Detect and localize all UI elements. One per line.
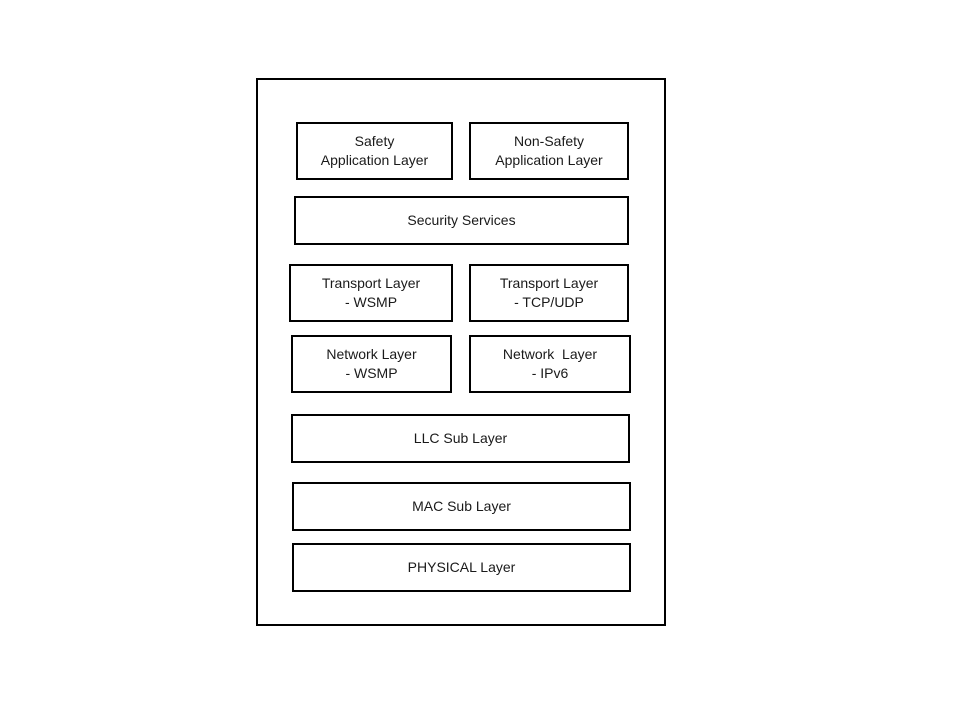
mac-sub-layer-label: MAC Sub Layer <box>412 498 511 514</box>
safety-application-layer-line-2: Application Layer <box>320 152 429 168</box>
network-layer-wsmp-line-1: Network Layer <box>326 346 417 362</box>
security-services-box: Security Services <box>294 196 629 245</box>
safety-application-layer-box: Safety Application Layer <box>296 122 453 180</box>
network-layer-wsmp-box: Network Layer - WSMP <box>291 335 452 393</box>
transport-layer-tcpudp-line-2: - TCP/UDP <box>514 294 584 310</box>
security-services-label: Security Services <box>407 212 516 228</box>
non-safety-application-layer-line-2: Application Layer <box>495 152 603 168</box>
physical-layer-box: PHYSICAL Layer <box>292 543 631 592</box>
network-layer-ipv6-line-2: - IPv6 <box>531 365 569 381</box>
transport-layer-tcpudp-box: Transport Layer - TCP/UDP <box>469 264 629 322</box>
non-safety-application-layer-box: Non-Safety Application Layer <box>469 122 629 180</box>
network-layer-ipv6-box: Network Layer - IPv6 <box>469 335 631 393</box>
llc-sub-layer-label: LLC Sub Layer <box>413 430 508 446</box>
non-safety-application-layer-line-1: Non-Safety <box>513 133 585 149</box>
safety-application-layer-line-1: Safety <box>354 133 395 149</box>
protocol-stack-frame <box>256 78 666 626</box>
network-layer-ipv6-line-1: Network Layer <box>502 346 598 362</box>
transport-layer-wsmp-line-1: Transport Layer <box>321 275 421 291</box>
mac-sub-layer-box: MAC Sub Layer <box>292 482 631 531</box>
transport-layer-wsmp-box: Transport Layer - WSMP <box>289 264 453 322</box>
transport-layer-tcpudp-line-1: Transport Layer <box>499 275 599 291</box>
network-layer-wsmp-line-2: - WSMP <box>345 365 398 381</box>
transport-layer-wsmp-line-2: - WSMP <box>344 294 398 310</box>
llc-sub-layer-box: LLC Sub Layer <box>291 414 630 463</box>
physical-layer-label: PHYSICAL Layer <box>407 559 516 575</box>
